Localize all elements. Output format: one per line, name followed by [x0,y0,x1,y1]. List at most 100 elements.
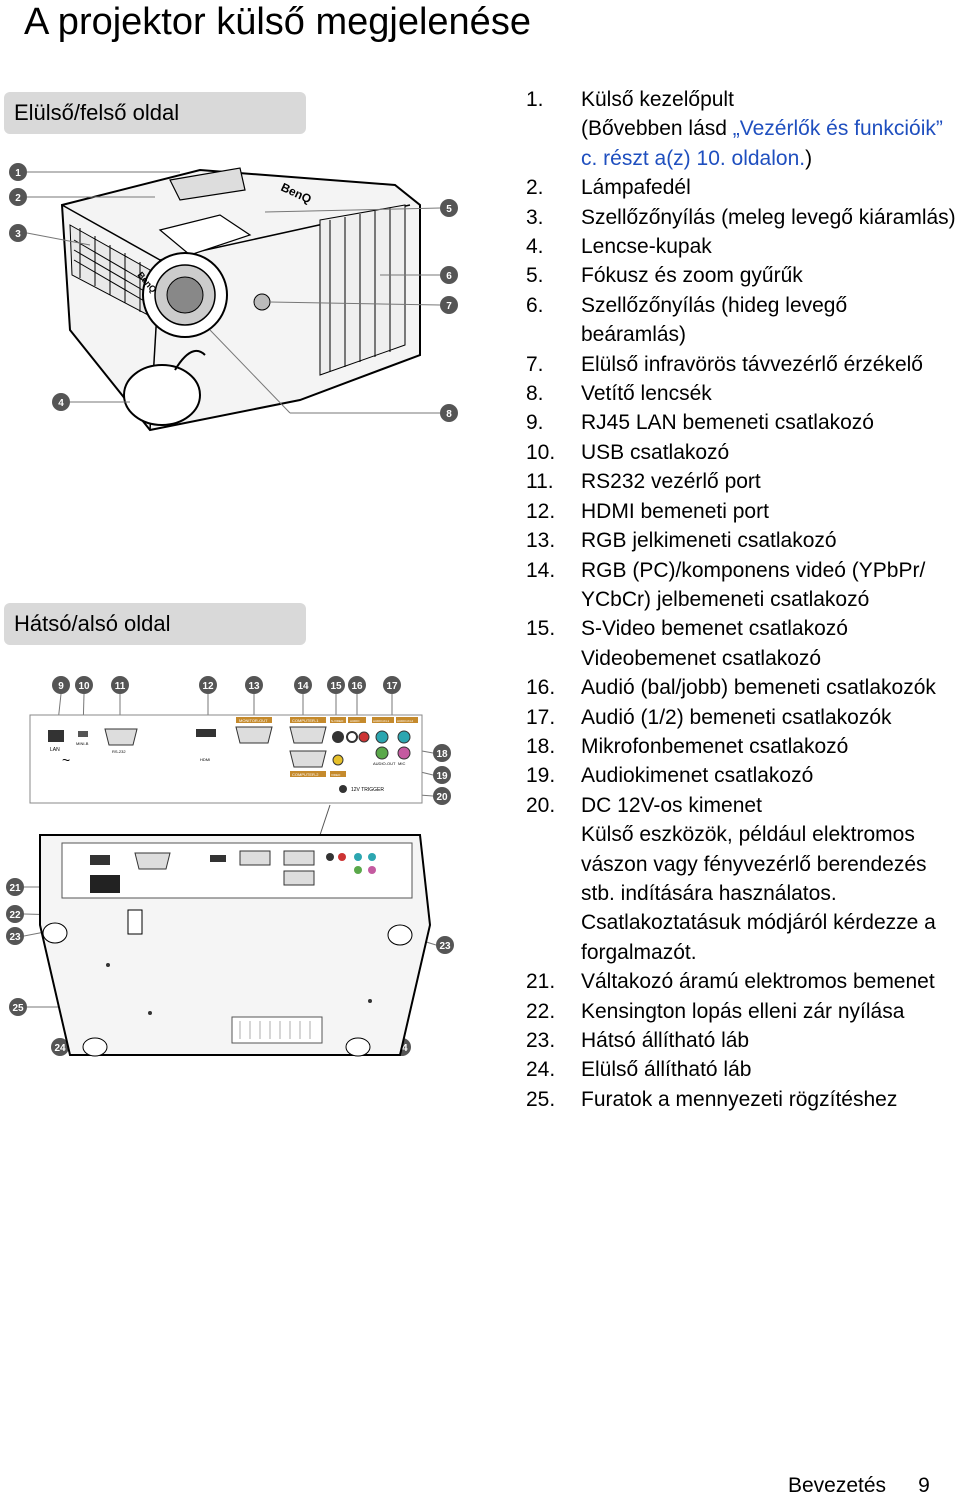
list-item-text: Hátsó állítható láb [581,1026,956,1055]
list-item-number: 24. [526,1058,556,1082]
label-audio-out: AUDIO-OUT [373,761,396,766]
list-item-number: 18. [526,734,556,758]
list-item-number: 23. [526,1029,556,1052]
list-item-number: 7. [526,352,544,376]
list-item-number: 25. [526,1087,556,1111]
callout-8: 8 [446,409,452,420]
page-number: 9 [918,1474,930,1497]
list-item: 2.Lámpafedél [526,173,956,202]
list-item-number: 11. [526,470,554,494]
list-item: (Bővebben lásd „Vezérlők és funkcióik” c… [526,114,956,173]
label-svideo: S-VIDEO [331,719,344,723]
label-lan: LAN [50,747,60,753]
list-item: 22.Kensington lopás elleni zár nyílása [526,997,956,1026]
list-item-line: Vetítő lencsék [581,382,712,406]
list-item-number: 13. [526,529,556,553]
list-item-line: Elülső infravörös távvezérlő érzékelő [581,352,923,376]
callout-12: 12 [202,681,214,692]
list-item-number: 19. [526,764,556,788]
list-item-line: Hátsó állítható láb [581,1029,750,1052]
section-heading-back: Hátsó/alsó oldal [4,603,306,645]
list-item: 10. USB csatlakozó [526,438,956,467]
callout-13: 13 [248,681,260,692]
list-item-text: USB csatlakozó [581,438,956,467]
list-item-line: Elülső állítható láb [581,1058,752,1082]
front-projector-diagram: BenQ BenQ [26,167,441,432]
callout-11: 11 [115,681,126,692]
list-item-text: Külső kezelőpult [581,85,956,114]
list-item-line: HDMI bemeneti port [581,499,769,523]
callout-7: 7 [446,301,452,312]
list-item-text: RS232 vezérlő port [581,467,956,496]
list-item-line: DC 12V-os kimenet [581,793,762,817]
list-item-line: Fókusz és zoom gyűrűk [581,264,803,288]
callout-18: 18 [436,749,448,760]
parts-list: 1. Külső kezelőpult (Bővebben lásd „Vezérl… [526,85,956,1114]
callout-17: 17 [386,681,398,692]
label-tilde: ~ [62,752,70,768]
list-item-text: RGB jelkimeneti csatlakozó [581,526,956,555]
list-item-number: 17. [526,705,556,729]
list-item-number: 16. [526,676,556,700]
callout-23-left: 23 [9,932,21,943]
section-heading-front: Elülső/felső oldal [4,92,306,134]
list-item-text: Furatok a mennyezeti rögzítéshez [581,1085,956,1114]
label-computer2: COMPUTER-2 [292,772,319,777]
callout-1: 1 [15,168,21,179]
callout-15: 15 [330,681,342,692]
list-item: 16. Audió (bal/jobb) bemeneti csatlakozók [526,673,956,702]
callout-21: 21 [9,883,21,894]
list-item-line: Audió (bal/jobb) bemeneti csatlakozók [581,676,936,700]
list-item: 14. RGB (PC)/komponens videó (YPbPr/ YCbC… [526,556,956,615]
label-computer1: COMPUTER-1 [292,718,319,723]
list-item-text: Audió (bal/jobb) bemeneti csatlakozók [581,673,956,702]
list-item-number: 12. [526,499,556,523]
list-item-line: Külső kezelőpult [581,88,734,111]
label-audio: AUDIO [350,719,360,723]
label-mic: MIC [398,761,405,766]
list-item: 25. Furatok a mennyezeti rögzítéshez [526,1085,956,1114]
list-item-number: 2. [526,176,544,200]
label-audio-in2: AUDIO-IN-2 [397,719,413,723]
list-item: 11. RS232 vezérlő port [526,467,956,496]
label-trigger: 12V TRIGGER [351,787,384,793]
list-item-text: Audiokimenet csatlakozó [581,761,956,790]
list-item-line: RJ45 LAN bemeneti csatlakozó [581,411,874,435]
list-item: 19. Audiokimenet csatlakozó [526,761,956,790]
list-item-text: Lencse-kupak [581,232,956,261]
label-rs232: RS-232 [112,749,126,754]
list-item-number: 1. [526,88,544,111]
list-item: 4.Lencse-kupak [526,232,956,261]
list-item-text: Váltakozó áramú elektromos bemenet [581,967,956,996]
list-item-line: RGB (PC)/komponens videó (YPbPr/ YCbCr) … [581,558,926,611]
list-item: 9.RJ45 LAN bemeneti csatlakozó [526,408,956,437]
list-item-text: Elülső állítható láb [581,1055,956,1084]
list-item: 23. Hátsó állítható láb [526,1026,956,1055]
list-item: 18.Mikrofonbemenet csatlakozó [526,732,956,761]
list-item-number: 14. [526,558,556,582]
callout-24-left: 24 [54,1043,66,1054]
list-item-text: Szellőzőnyílás (hideg levegő beáramlás) [581,291,956,350]
list-item: 3.Szellőzőnyílás (meleg levegő kiáramlás… [526,203,956,232]
callout-10: 10 [78,681,90,692]
list-item: 5.Fókusz és zoom gyűrűk [526,261,956,290]
list-item: 24. Elülső állítható láb [526,1055,956,1084]
list-item: 8.Vetítő lencsék [526,379,956,408]
callout-23-right: 23 [439,941,451,952]
list-item-number: 10. [526,440,556,464]
list-item-line: Váltakozó áramú elektromos bemenet [581,970,935,994]
list-item-number: 3. [526,205,544,229]
list-item: 12. HDMI bemeneti port [526,497,956,526]
list-item: 17.Audió (1/2) bemeneti csatlakozók [526,703,956,732]
list-item-number: 22. [526,999,556,1023]
back-projector-diagram: 9 10 11 12 13 14 15 16 17 18 19 20 21 22… [6,676,454,1057]
label-video: VIDEO [331,773,341,777]
list-item-text: Vetítő lencsék [581,379,956,408]
callout-4: 4 [58,398,64,409]
cross-reference-link[interactable]: „Vezérlők és funkcióik” c. részt a(z) 10… [581,117,943,170]
